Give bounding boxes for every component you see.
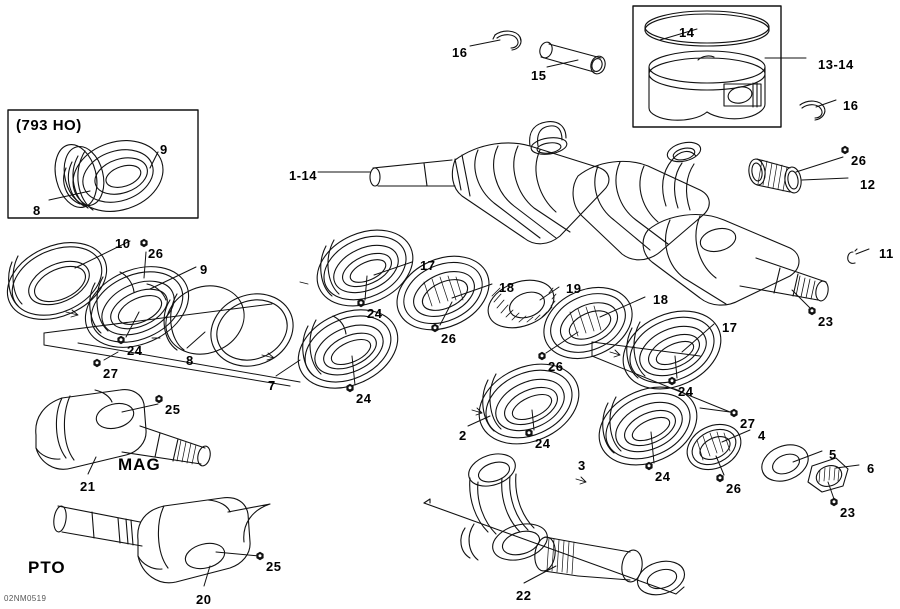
callout-22-43: 22 [516, 588, 532, 603]
washer-7 [210, 293, 294, 367]
bolt-icon-26 [841, 145, 849, 155]
callout-26-11: 26 [148, 246, 164, 261]
callout-8-6: 8 [33, 203, 41, 218]
drawing-code-watermark: 02NM0519 [4, 594, 47, 603]
bolt-icon-26 [431, 323, 439, 333]
callout-13-14-3: 13-14 [818, 57, 854, 72]
callout-15-1: 15 [531, 68, 547, 83]
callout-10-10: 10 [115, 236, 131, 251]
callout-9-12: 9 [200, 262, 208, 277]
bearing-2 [478, 363, 580, 445]
callout-16-0: 16 [452, 45, 468, 60]
pto-crank-20 [53, 497, 271, 584]
bearing-17-right [622, 310, 722, 390]
callout-21-38: 21 [80, 479, 96, 494]
callout-14-2: 14 [679, 25, 695, 40]
callout-27-23: 27 [103, 366, 119, 381]
crankshaft-assembly [369, 121, 829, 306]
spline-collar-12 [748, 158, 802, 194]
callout-24-18: 24 [367, 306, 383, 321]
callout-25-29: 25 [165, 402, 181, 417]
bearing-18-left [396, 255, 490, 331]
reference-arrows [65, 281, 621, 485]
circlip-16-right [799, 100, 826, 121]
callout-17-13: 17 [420, 258, 436, 273]
bearing-4 [686, 423, 742, 471]
callout-23-22: 23 [818, 314, 834, 329]
callout-5-33: 5 [829, 447, 837, 462]
bearing-18-right [543, 286, 633, 360]
callout-26-20: 26 [441, 331, 457, 346]
callout-20-42: 20 [196, 592, 212, 607]
inset-title: (793 HO) [16, 117, 82, 134]
callout-24-19: 24 [127, 343, 143, 358]
gear-19 [487, 279, 557, 329]
circlip-16-top [492, 30, 522, 51]
callout-26-8: 26 [851, 153, 867, 168]
callout-7-24: 7 [268, 378, 276, 393]
callout-27-30: 27 [740, 416, 756, 431]
callout-26-39: 26 [726, 481, 742, 496]
mag-crank-21 [35, 389, 211, 470]
piston-pin-15 [539, 41, 606, 75]
callout-25-41: 25 [266, 559, 282, 574]
bearing-lower-left-24 [297, 309, 399, 389]
leader-lines [43, 28, 870, 587]
piston-box [632, 5, 782, 128]
bolt-icon-25 [155, 394, 163, 404]
bolt-icon-23 [830, 497, 838, 507]
callout-24-27: 24 [356, 391, 372, 406]
callout-26-26: 26 [548, 359, 564, 374]
callout-19-15: 19 [566, 281, 582, 296]
callout-18-17: 18 [653, 292, 669, 307]
callout-11-16: 11 [879, 246, 894, 261]
callout-3-35: 3 [578, 458, 586, 473]
callout-24-34: 24 [535, 436, 551, 451]
callout-9-5: 9 [160, 142, 168, 157]
callout-24-28: 24 [678, 384, 694, 399]
bolt-icon-24 [668, 376, 676, 386]
callout-24-37: 24 [655, 469, 671, 484]
washer-5 [761, 444, 809, 482]
bolt-icon-27 [93, 358, 101, 368]
bearing-17-upper [316, 229, 414, 307]
callout-16-4: 16 [843, 98, 859, 113]
side-label-mag: MAG [118, 455, 161, 474]
callout-18-14: 18 [499, 280, 515, 295]
callout-23-40: 23 [840, 505, 856, 520]
callout-17-21: 17 [722, 320, 738, 335]
bolt-icon-26 [716, 473, 724, 483]
conrod-22 [423, 453, 686, 596]
callout-1-14-7: 1-14 [289, 168, 318, 183]
callout-12-9: 12 [860, 177, 876, 192]
callout-2-31: 2 [459, 428, 467, 443]
bolt-icon-27 [730, 408, 738, 418]
bearing-9-left [84, 266, 190, 348]
nut-6 [807, 457, 849, 493]
callout-4-32: 4 [758, 428, 766, 443]
callout-8-25: 8 [186, 353, 194, 368]
washer-8 [163, 285, 245, 355]
bolt-icon-26 [538, 351, 546, 361]
bolt-icon-25 [256, 551, 264, 561]
bolt-icon-24 [117, 335, 125, 345]
bolt-icon-26 [140, 238, 148, 248]
side-label-pto: PTO [28, 558, 66, 577]
clip-11 [847, 248, 858, 264]
inset-box-793ho [7, 109, 199, 219]
bearing-3 [598, 386, 698, 466]
callout-6-36: 6 [867, 461, 875, 476]
